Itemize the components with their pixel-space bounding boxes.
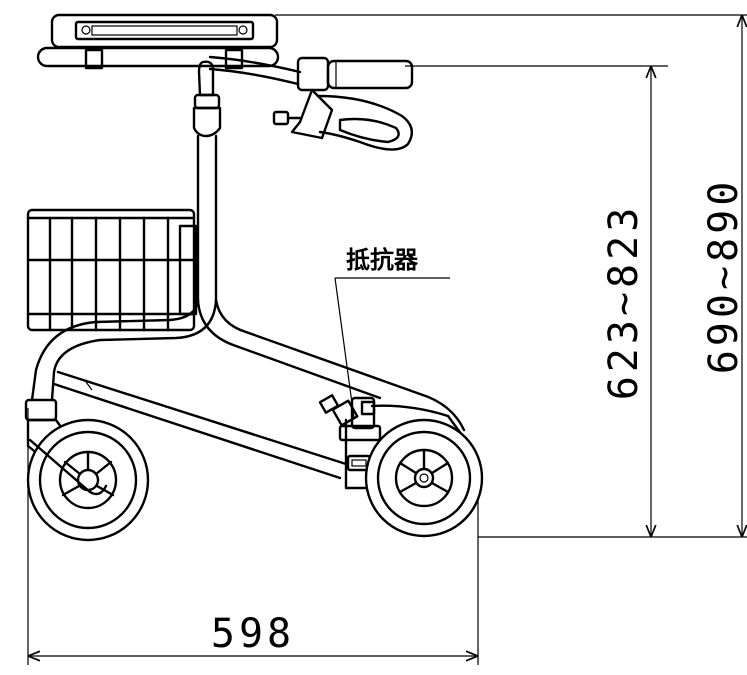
resistor-label: 抵抗器 bbox=[346, 246, 419, 274]
extension-lines bbox=[27, 14, 747, 665]
width-dimension-text: 598 bbox=[211, 611, 295, 657]
resistor-callout: 抵抗器 bbox=[334, 246, 450, 419]
handle bbox=[208, 55, 414, 151]
rear-wheel bbox=[364, 418, 484, 538]
main-frame bbox=[30, 298, 472, 490]
overall-height-dimension-text: 690~890 bbox=[701, 178, 747, 375]
frame-column bbox=[192, 60, 222, 302]
resistor-unit bbox=[318, 394, 382, 472]
basket bbox=[26, 208, 198, 332]
handle-height-dimension-text: 623~823 bbox=[601, 204, 647, 401]
tray bbox=[36, 13, 280, 70]
front-wheel bbox=[26, 418, 150, 542]
